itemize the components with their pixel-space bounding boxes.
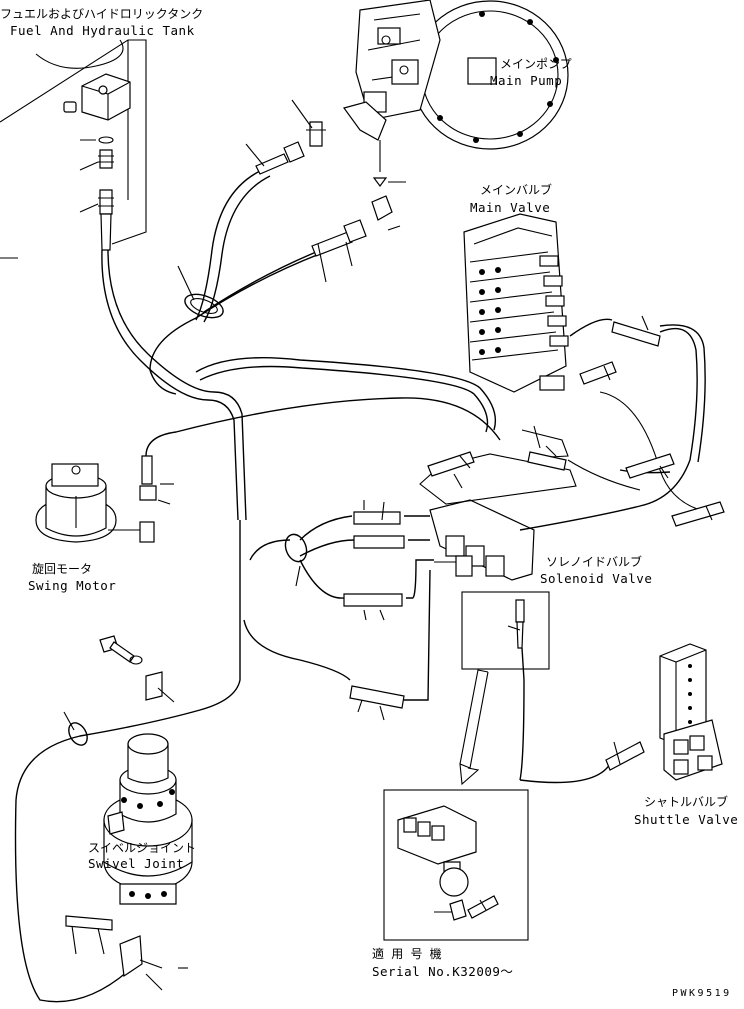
main-pump-label-en: Main Pump (490, 73, 562, 88)
serial-label-en: Serial No.K32009～ (372, 964, 513, 979)
swivel-joint (103, 733, 193, 905)
solenoid-valve-label-en: Solenoid Valve (540, 571, 652, 586)
swing-motor-label-en: Swing Motor (28, 578, 116, 593)
solenoid-valve-label-jp: ソレノイドバルブ (546, 554, 642, 569)
swing-motor (35, 455, 157, 543)
shuttle-valve (659, 643, 723, 781)
swivel-joint-label-jp: スイベルジョイント (88, 841, 196, 855)
arrow-to-inset (459, 669, 489, 786)
serial-label-jp: 適 用 号 機 (372, 946, 442, 961)
fuel-hydraulic-tank (0, 39, 147, 259)
fuel-tank-label-en: Fuel And Hydraulic Tank (10, 23, 195, 38)
main-valve-label-jp: メインバルブ (480, 182, 552, 197)
fuel-tank-label-jp: フュエルおよびハイドロリックタンク (0, 7, 203, 21)
swivel-joint-label-en: Swivel Joint (88, 856, 184, 871)
solenoid-valve (429, 499, 550, 670)
fittings (65, 141, 725, 978)
main-valve (463, 213, 569, 393)
shuttle-valve-label-en: Shuttle Valve (634, 812, 738, 827)
main-pump-label-jp: メインポンプ (500, 57, 572, 71)
serial-inset (383, 789, 529, 941)
shuttle-valve-label-jp: シャトルバルブ (644, 794, 728, 809)
main-pump (306, 0, 569, 221)
swing-motor-label-jp: 旋回モータ (32, 562, 92, 576)
main-valve-label-en: Main Valve (470, 200, 550, 215)
drawing-code: PWK9519 (672, 988, 732, 999)
leader-lines (63, 99, 713, 991)
